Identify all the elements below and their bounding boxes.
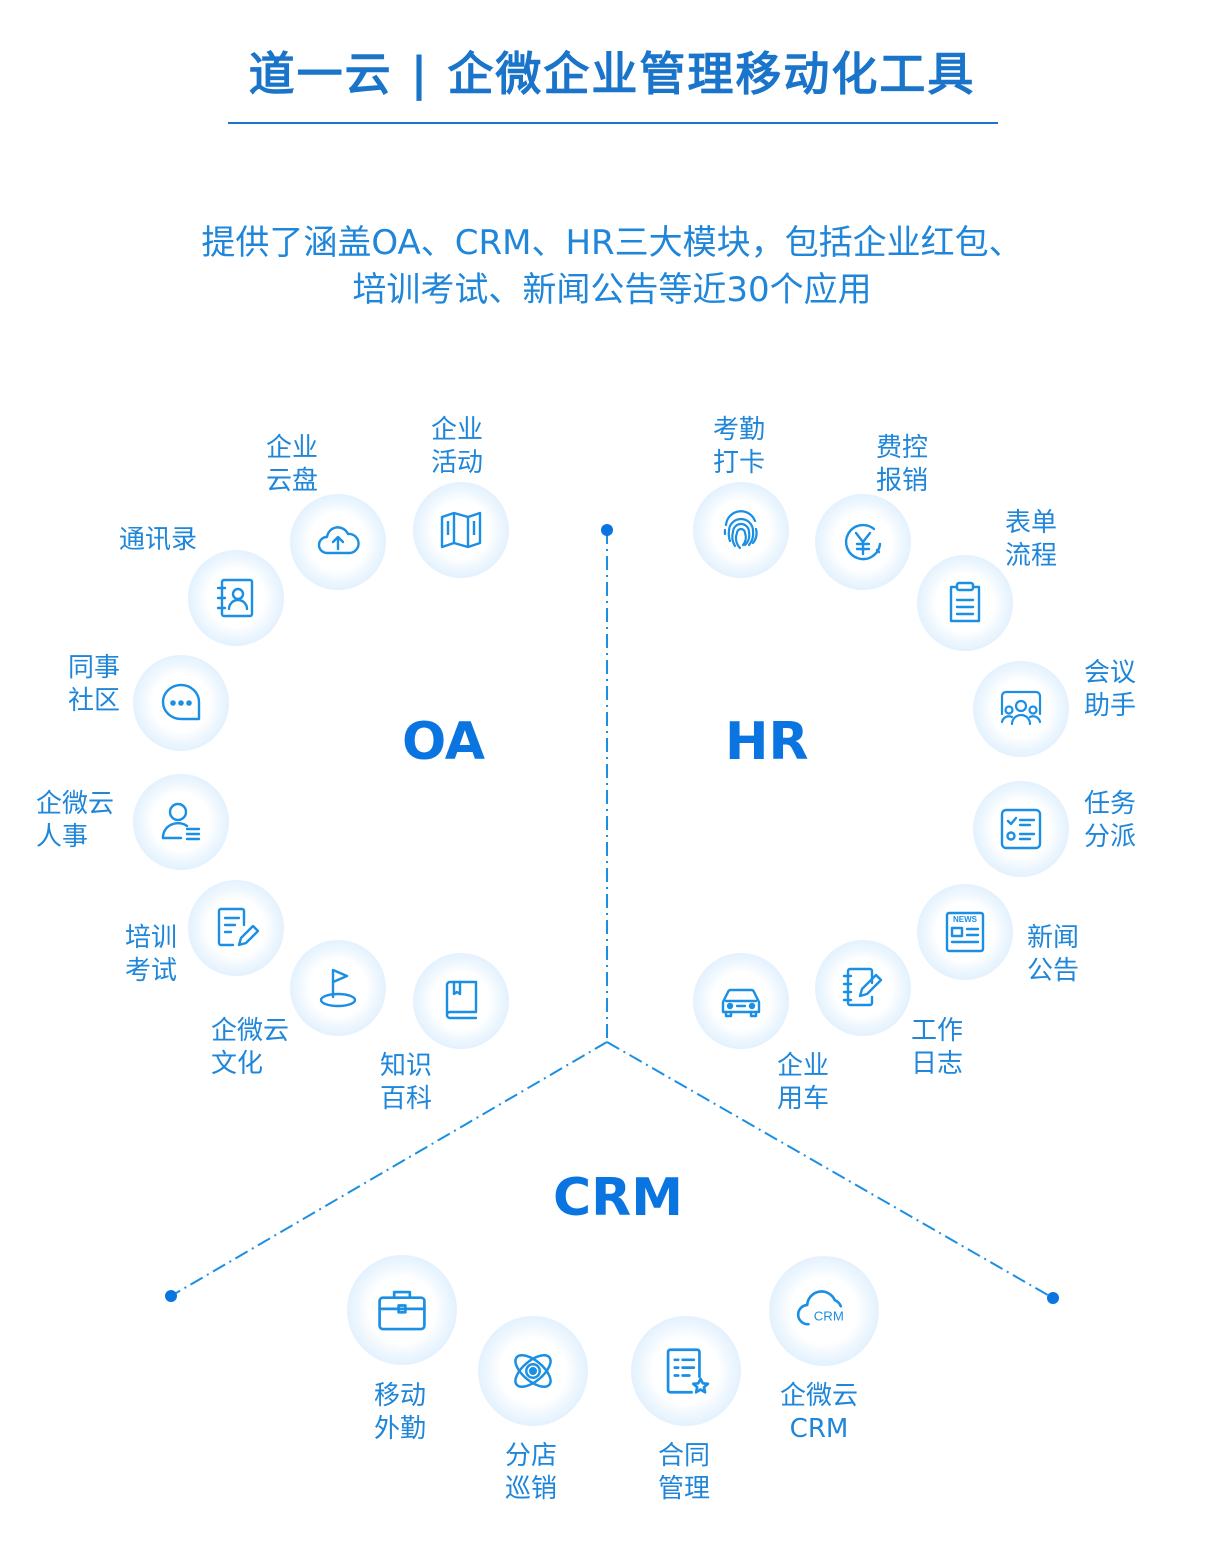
label-company-car: 企业用车 xyxy=(777,1051,830,1114)
app-colleague-community[interactable] xyxy=(133,655,229,751)
label-form-workflow: 表单流程 xyxy=(1005,508,1058,571)
app-mobile-field-work[interactable] xyxy=(347,1255,457,1365)
document-edit-icon xyxy=(217,907,260,947)
chat-bubble-icon xyxy=(161,683,201,721)
cloud-crm-icon-text: CRM xyxy=(814,1309,844,1324)
label-news-announcement: 新闻公告 xyxy=(1027,923,1080,986)
app-cloud-crm[interactable]: CRM xyxy=(769,1256,879,1366)
meeting-group-icon xyxy=(1000,690,1042,726)
label-enterprise-activity: 企业活动 xyxy=(431,415,484,478)
app-contacts[interactable] xyxy=(188,550,284,646)
subtitle-line-1: 提供了涵盖OA、CRM、HR三大模块，包括企业红包、 xyxy=(201,223,1023,263)
flag-icon xyxy=(319,968,357,1008)
app-expense-reimbursement[interactable] xyxy=(815,494,911,590)
app-knowledge-wiki[interactable] xyxy=(413,953,509,1049)
app-corporate-culture[interactable] xyxy=(290,940,386,1036)
app-attendance[interactable] xyxy=(693,482,789,578)
task-list-icon xyxy=(1000,808,1042,850)
briefcase-icon xyxy=(378,1290,426,1331)
label-contract-management: 合同管理 xyxy=(658,1441,711,1504)
app-work-log[interactable] xyxy=(815,940,911,1036)
cloud-crm-icon: CRM xyxy=(796,1290,844,1326)
title-divider xyxy=(228,122,998,124)
subtitle-line-2: 培训考试、新闻公告等近30个应用 xyxy=(352,270,872,310)
label-training-exam: 培训考试 xyxy=(125,923,178,986)
label-task-assignment: 任务分派 xyxy=(1084,789,1137,852)
journal-edit-icon xyxy=(842,967,883,1007)
label-enterprise-cloud-disk: 企业云盘 xyxy=(266,433,319,496)
news-icon: NEWS xyxy=(945,911,985,953)
app-company-car[interactable] xyxy=(693,953,789,1049)
divider-dot-left xyxy=(165,1290,177,1302)
contact-book-icon xyxy=(216,578,254,618)
divider-dot-right xyxy=(1047,1292,1059,1304)
app-store-patrol[interactable] xyxy=(478,1316,588,1426)
news-icon-text: NEWS xyxy=(953,915,978,924)
cloud-upload-icon xyxy=(317,526,360,555)
label-colleague-community: 同事社区 xyxy=(68,653,121,716)
app-contract-management[interactable] xyxy=(631,1316,741,1426)
label-expense-reimbursement: 费控报销 xyxy=(876,433,929,496)
clipboard-icon xyxy=(949,581,981,623)
divider-dot-top xyxy=(601,524,613,536)
label-store-patrol: 分店巡销 xyxy=(505,1441,558,1504)
app-training-exam[interactable] xyxy=(188,880,284,976)
page-title: 道一云 | 企微企业管理移动化工具 xyxy=(248,47,976,101)
label-hr-people: 企微云人事 xyxy=(36,789,115,852)
app-enterprise-activity[interactable] xyxy=(413,482,509,578)
yen-icon xyxy=(844,523,882,561)
orbit-icon xyxy=(514,1354,552,1388)
app-form-workflow[interactable] xyxy=(917,555,1013,651)
app-news-announcement[interactable]: NEWS xyxy=(917,884,1013,980)
module-hr-label: HR xyxy=(725,712,809,772)
label-corporate-culture: 企微云文化 xyxy=(211,1016,290,1079)
divider-right xyxy=(606,1041,1054,1299)
map-icon xyxy=(440,511,482,549)
module-oa-label: OA xyxy=(402,712,486,772)
app-task-assignment[interactable] xyxy=(973,781,1069,877)
divider-left xyxy=(170,1041,608,1297)
fingerprint-icon xyxy=(723,510,758,550)
module-crm-label: CRM xyxy=(553,1168,683,1228)
app-enterprise-cloud-disk[interactable] xyxy=(290,494,386,590)
label-contacts: 通讯录 xyxy=(119,525,198,555)
book-icon xyxy=(445,980,478,1020)
label-work-log: 工作日志 xyxy=(911,1016,964,1079)
app-meeting-assistant[interactable] xyxy=(973,661,1069,757)
label-mobile-field-work: 移动外勤 xyxy=(374,1381,427,1444)
contract-star-icon xyxy=(666,1348,710,1394)
app-hr-people[interactable] xyxy=(133,774,229,870)
person-list-icon xyxy=(161,802,201,841)
label-knowledge-wiki: 知识百科 xyxy=(380,1051,433,1114)
label-attendance: 考勤打卡 xyxy=(713,415,766,478)
label-meeting-assistant: 会议助手 xyxy=(1084,658,1137,721)
car-icon xyxy=(721,988,761,1018)
